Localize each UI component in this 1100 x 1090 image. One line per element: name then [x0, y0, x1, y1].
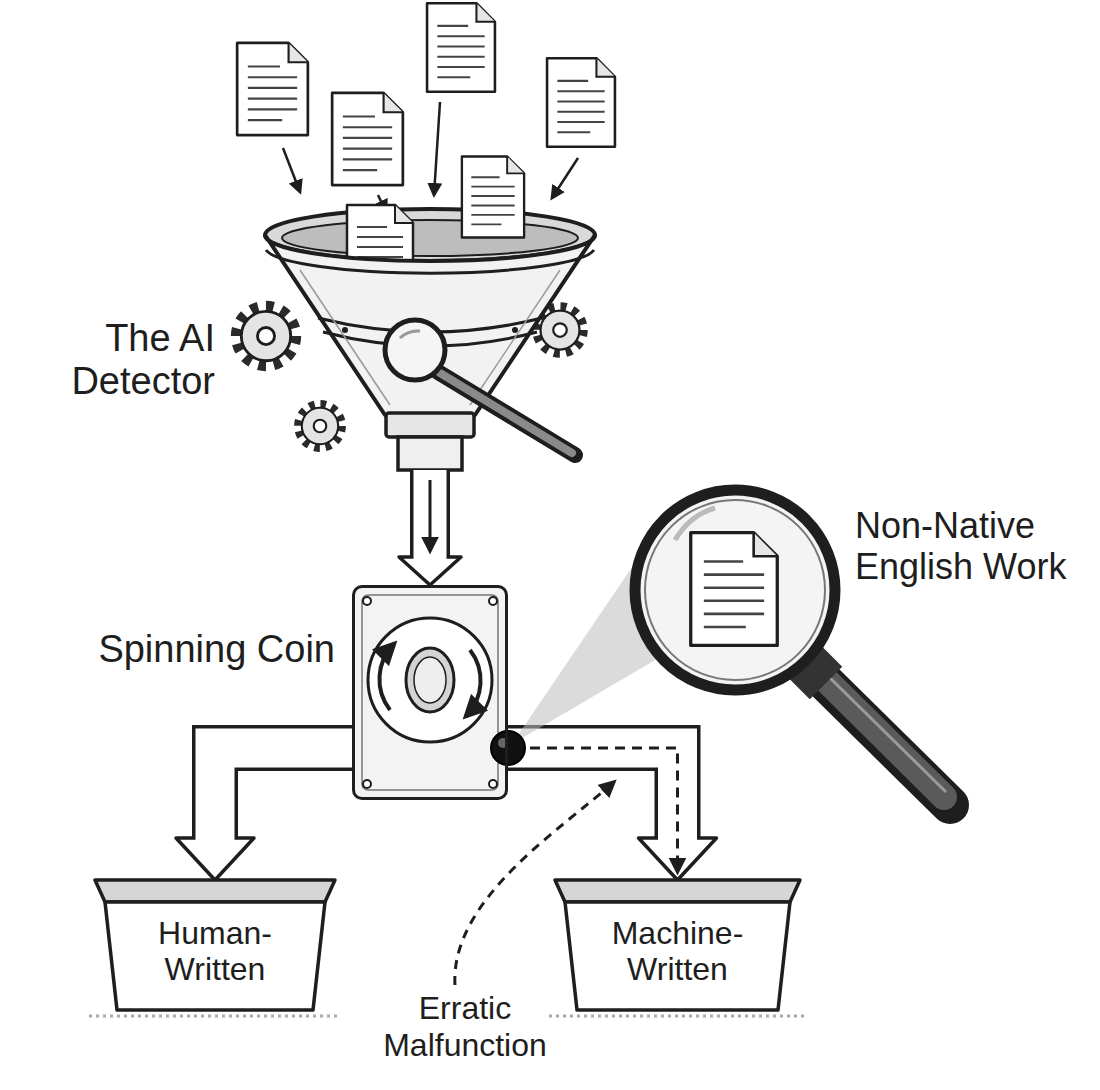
big-magnifier — [815, 672, 950, 805]
bin-outline — [89, 1015, 341, 1018]
bin-outline — [95, 880, 335, 902]
arrow-head — [399, 557, 461, 585]
funnel — [300, 270, 560, 405]
coin-mechanism — [489, 597, 497, 605]
coin-mechanism — [406, 648, 454, 712]
bin-label: Human-Written — [95, 916, 335, 988]
funnel — [265, 156, 595, 470]
falling-arrows — [552, 158, 578, 198]
coin-mechanism — [363, 597, 371, 605]
flow-arrow — [429, 480, 432, 551]
coin-mechanism — [352, 585, 508, 800]
small-magnifier — [385, 320, 575, 455]
gears — [298, 404, 341, 447]
pipe-body — [414, 470, 447, 561]
coin-mechanism — [362, 595, 498, 790]
big-magnifier — [822, 676, 944, 797]
pipe-connector — [508, 748, 717, 880]
coin-mechanism — [466, 650, 481, 716]
part-label: Spinning Coin — [98, 628, 335, 671]
funnel — [386, 413, 474, 437]
small-magnifier — [440, 373, 572, 453]
small-magnifier — [400, 331, 420, 338]
document-icons — [237, 43, 308, 135]
document-icons — [547, 58, 615, 146]
arrow-head — [176, 838, 254, 880]
gears — [237, 307, 296, 366]
part-label: The AI Detector — [35, 317, 215, 402]
funnel — [342, 327, 348, 333]
document-icons — [427, 3, 495, 91]
pipe-body — [508, 748, 678, 842]
funnel — [398, 437, 462, 470]
bin-label: Machine-Written — [555, 916, 800, 988]
detector-funnel: The AI Detector — [265, 205, 595, 470]
small-magnifier — [438, 372, 575, 455]
pipe-body — [215, 748, 352, 842]
falling-arrows — [434, 102, 440, 195]
big-magnifier — [828, 676, 946, 792]
funnel — [282, 220, 578, 256]
pipe-connector — [176, 748, 352, 880]
callout-label: Non-Native English Work — [855, 505, 1093, 588]
pipe-connector — [399, 470, 461, 585]
document-icons — [237, 3, 615, 185]
callout-label: Erratic Malfunction — [368, 990, 562, 1064]
coin-mechanism — [489, 780, 497, 788]
big-magnifier — [645, 500, 825, 680]
funnel — [462, 156, 524, 237]
funnel — [512, 327, 518, 333]
bin-outline — [555, 880, 800, 902]
coin-mechanism — [352, 585, 508, 800]
dashed-flow — [530, 748, 678, 872]
big-magnifier — [635, 490, 835, 690]
falling-arrows — [283, 102, 578, 212]
falling-arrows — [283, 148, 300, 192]
small-magnifier — [385, 320, 445, 380]
control-knob — [491, 731, 525, 765]
funnel — [265, 235, 595, 415]
funnel — [266, 250, 594, 273]
big-magnifier — [691, 533, 778, 646]
control-knob — [491, 731, 525, 765]
coin-mechanism — [363, 780, 371, 788]
coin-box: Spinning Coin — [352, 585, 508, 800]
coin-mechanism — [368, 618, 492, 742]
coin-mechanism — [379, 644, 394, 710]
output-bin: Machine-Written — [555, 880, 800, 1010]
bin-outline — [549, 1015, 806, 1018]
output-bin: Human-Written — [95, 880, 335, 1010]
coin-mechanism — [414, 657, 446, 703]
document-icons — [332, 93, 403, 185]
